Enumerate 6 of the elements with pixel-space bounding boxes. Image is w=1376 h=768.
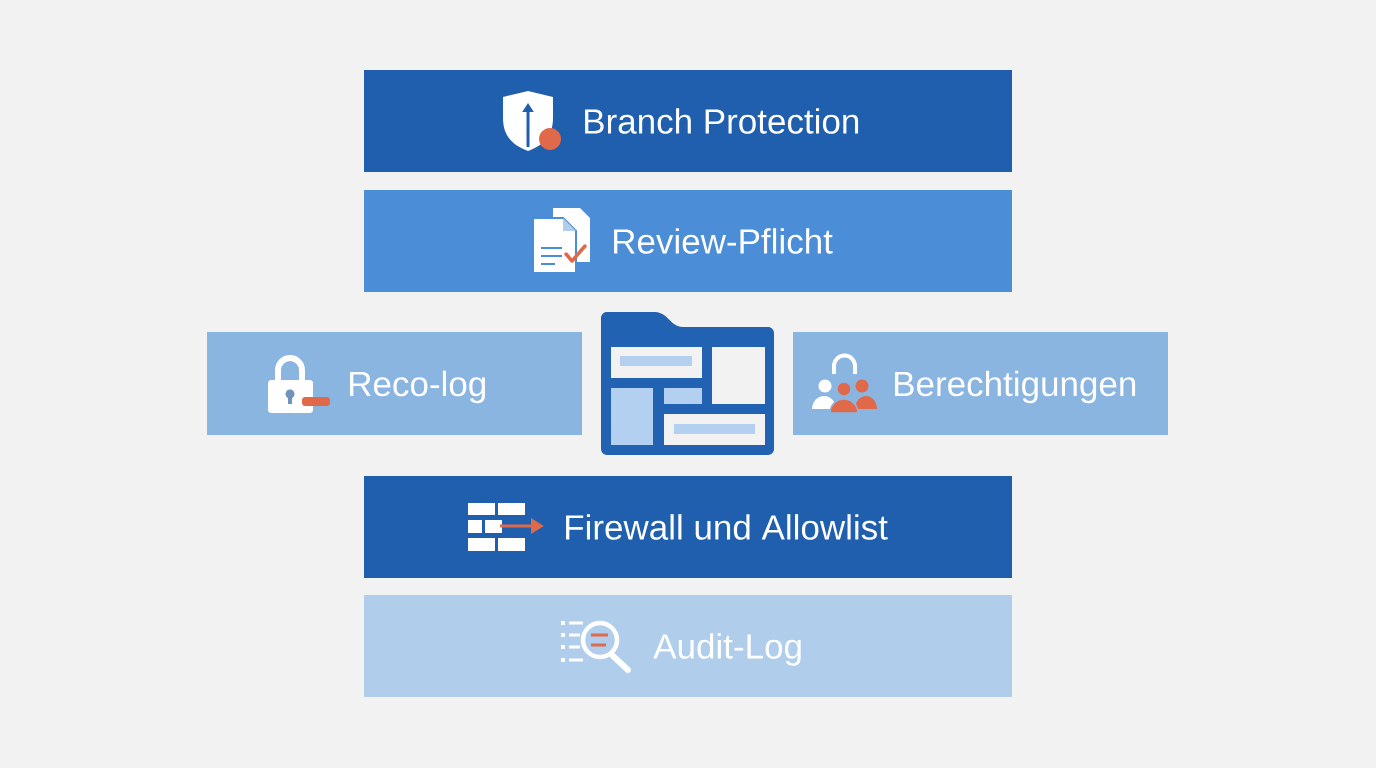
banner-box: Berechtigungen xyxy=(793,332,1168,435)
banner-box: Reco-log xyxy=(207,332,582,435)
banner-box: Audit-Log xyxy=(364,595,1012,697)
banner-box: Firewall und Allowlist xyxy=(364,476,1012,578)
banner-box: Branch Protection xyxy=(364,70,1012,172)
banner-box: Review-Pflicht xyxy=(364,190,1012,292)
